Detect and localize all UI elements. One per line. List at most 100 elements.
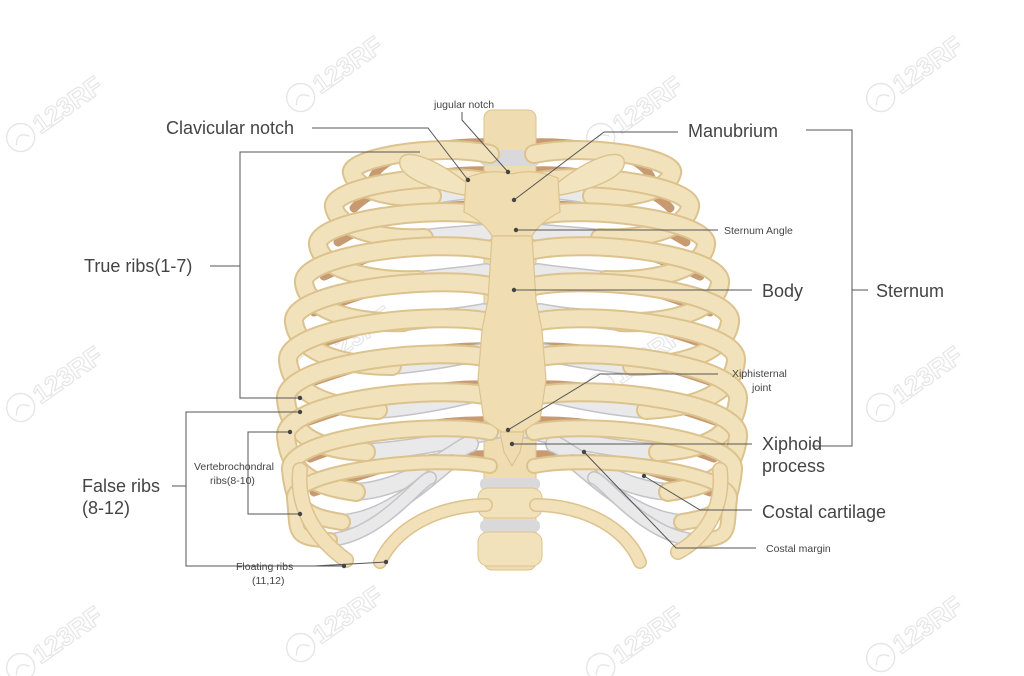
watermark-logo: 123RF (865, 340, 969, 423)
chef-hat-icon (5, 122, 36, 153)
sternum (463, 171, 561, 468)
watermark-logo: 123RF (285, 30, 389, 113)
bracket-vertebrochondral (247, 431, 300, 515)
label-xiphoid-line1: Xiphoid (762, 434, 822, 454)
dot-xiphisternal-joint (505, 427, 511, 433)
watermark-text: 123RF (607, 70, 688, 139)
chef-hat-icon (865, 392, 896, 423)
rib-1-left (344, 142, 498, 205)
floating-rib-right-12-fill (530, 499, 646, 568)
label-xiphisternal-line1: Xiphisternal (732, 368, 787, 380)
bracket-false-ribs (185, 411, 344, 567)
chef-hat-icon-brim (15, 134, 30, 146)
leader-xiphisternal-joint (507, 373, 718, 431)
chef-hat-icon-brim (295, 644, 310, 656)
label-vertebrochondral-line2: ribs(8-10) (210, 475, 255, 487)
watermark-text: 123RF (27, 70, 108, 139)
dot-body (511, 287, 517, 293)
chef-hat-icon (5, 392, 36, 423)
dot-jugular-notch (505, 169, 511, 175)
chef-hat-icon-brim (875, 94, 890, 106)
label-costal-cartilage: Costal cartilage (762, 502, 886, 522)
floating-ribs (291, 462, 729, 569)
watermark-logo: 123RF (5, 70, 109, 153)
xiphoid-process-shape (499, 431, 525, 468)
label-jugular-notch: jugular notch (433, 99, 494, 111)
leader-manubrium (513, 131, 678, 201)
chef-hat-icon (865, 82, 896, 113)
chef-hat-icon (285, 82, 316, 113)
watermark-text: 123RF (887, 340, 968, 409)
watermark-text: 123RF (607, 600, 688, 669)
anterior-ribs (276, 140, 748, 548)
dot-manubrium (511, 197, 517, 203)
label-xiphisternal-line2: joint (751, 382, 771, 394)
vertebra (477, 531, 543, 567)
leader-lines (172, 112, 868, 567)
chef-hat-icon-brim (875, 654, 890, 666)
watermark-logo: 123RF (865, 30, 969, 113)
label-floating-line1: Floating ribs (236, 561, 293, 573)
floating-rib-left-11-fill (293, 463, 353, 567)
first-rib-right (553, 153, 625, 197)
watermark-text: 123RF (887, 30, 968, 99)
chef-hat-icon-brim (295, 94, 310, 106)
labels: jugular notch Clavicular notch Manubrium… (82, 99, 944, 587)
label-vertebrochondral-line1: Vertebrochondral (194, 461, 274, 473)
chef-hat-icon-brim (15, 404, 30, 416)
intervertebral-disc (480, 478, 540, 490)
watermark-text: 123RF (307, 580, 388, 649)
dot-false-ribs (297, 409, 303, 415)
dot-costal-margin (581, 449, 587, 455)
label-false-ribs-line2: (8-12) (82, 498, 130, 518)
label-sternum-angle: Sternum Angle (724, 225, 793, 237)
label-clavicular-notch: Clavicular notch (166, 118, 294, 138)
leader-clavicular-notch (312, 127, 469, 181)
label-false-ribs-line1: False ribs (82, 476, 160, 496)
label-sternum: Sternum (876, 281, 944, 301)
chef-hat-icon (865, 642, 896, 673)
watermark-logo: 123RF (585, 600, 689, 676)
watermark-text: 123RF (307, 30, 388, 99)
watermark-logo: 123RF (865, 590, 969, 673)
floating-rib-right-11-fill (671, 463, 728, 559)
watermark-text: 123RF (887, 590, 968, 659)
bracket-true-ribs (239, 151, 420, 399)
watermark-logo: 123RF (5, 600, 109, 676)
leader-dots (287, 169, 647, 569)
watermark-logo: 123RF (5, 340, 109, 423)
chef-hat-icon-brim (15, 664, 30, 676)
watermark-logo: 123RF (285, 580, 389, 663)
watermark-text: 123RF (27, 340, 108, 409)
chef-hat-icon-brim (595, 664, 610, 676)
dot-floating-ribs-b (383, 559, 389, 565)
dot-costal-cartilage (641, 473, 647, 479)
leader-costal-margin (583, 451, 756, 549)
watermark-text: 123RF (27, 600, 108, 669)
label-xiphoid-line2: process (762, 456, 825, 476)
floating-rib-left-12-fill (374, 499, 492, 568)
chef-hat-icon (285, 632, 316, 663)
leader-floating-ribs (313, 561, 387, 567)
label-body: Body (762, 281, 803, 301)
dot-clavicular-notch (465, 177, 471, 183)
manubrium-shape (463, 171, 561, 237)
label-costal-margin: Costal margin (766, 543, 831, 555)
dot-true-ribs (297, 395, 303, 401)
dot-xiphoid-process (509, 441, 515, 447)
costal-cartilage-10-left (324, 472, 436, 546)
rib-1-right (526, 142, 680, 205)
first-rib-left (399, 153, 471, 197)
bracket-sternum (806, 129, 853, 447)
costal-cartilage-10-right (588, 472, 700, 546)
leader-costal-cartilage (643, 475, 752, 511)
intervertebral-disc (480, 520, 540, 532)
label-floating-line2: (11,12) (252, 575, 285, 587)
dot-vertebrochondral-bottom (297, 511, 303, 517)
leader-jugular-notch (461, 112, 509, 173)
dot-floating-ribs-a (341, 563, 347, 569)
dot-sternum-angle (513, 227, 519, 233)
dot-vertebrochondral-top (287, 429, 293, 435)
